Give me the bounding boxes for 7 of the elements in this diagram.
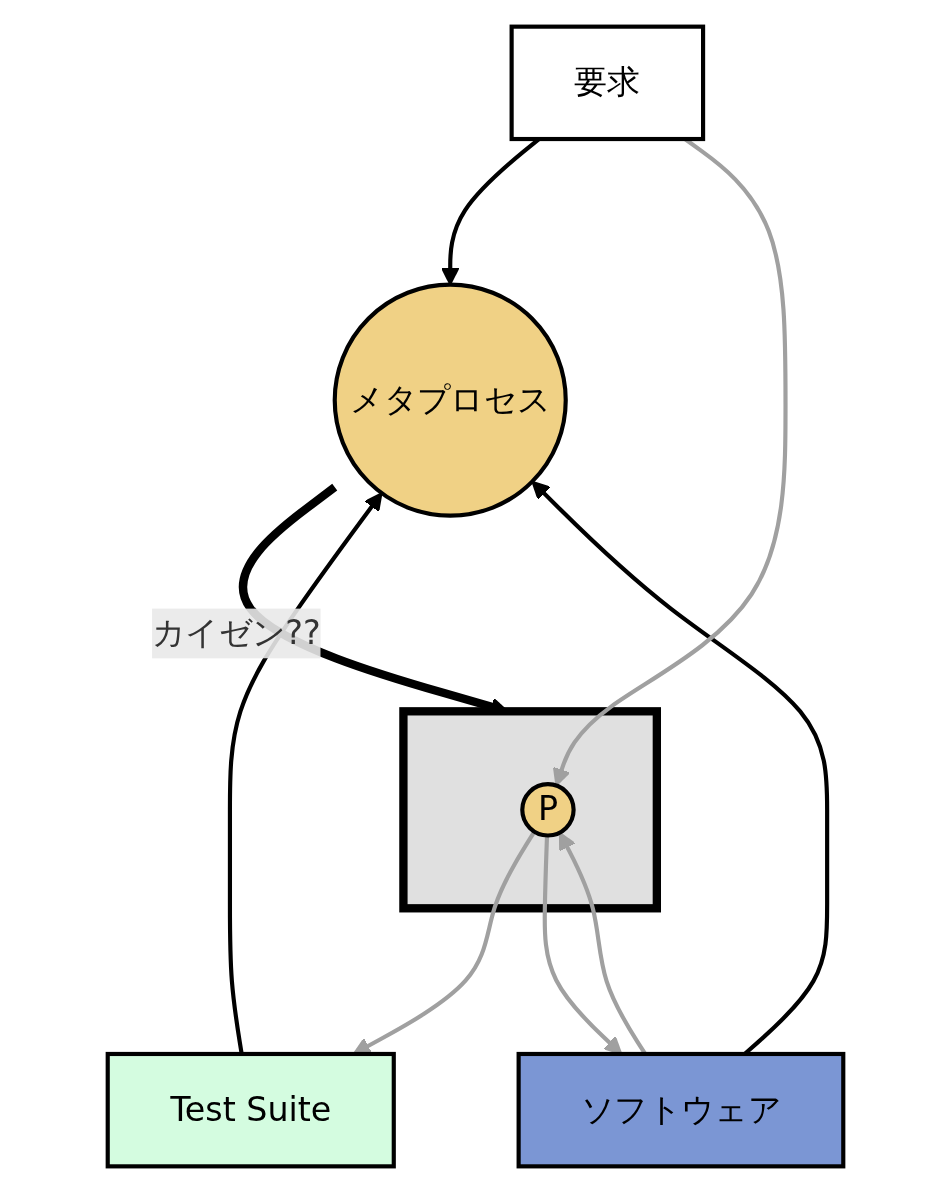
node-circle: P — [520, 782, 576, 838]
edge-label: カイゼン?? — [152, 612, 321, 653]
node-box: 要求 — [509, 24, 706, 142]
node-box: Test Suite — [105, 1051, 396, 1169]
cluster — [399, 707, 661, 913]
node-circle: メタプロセス — [332, 282, 568, 518]
node-box: ソフトウェア — [516, 1051, 846, 1169]
